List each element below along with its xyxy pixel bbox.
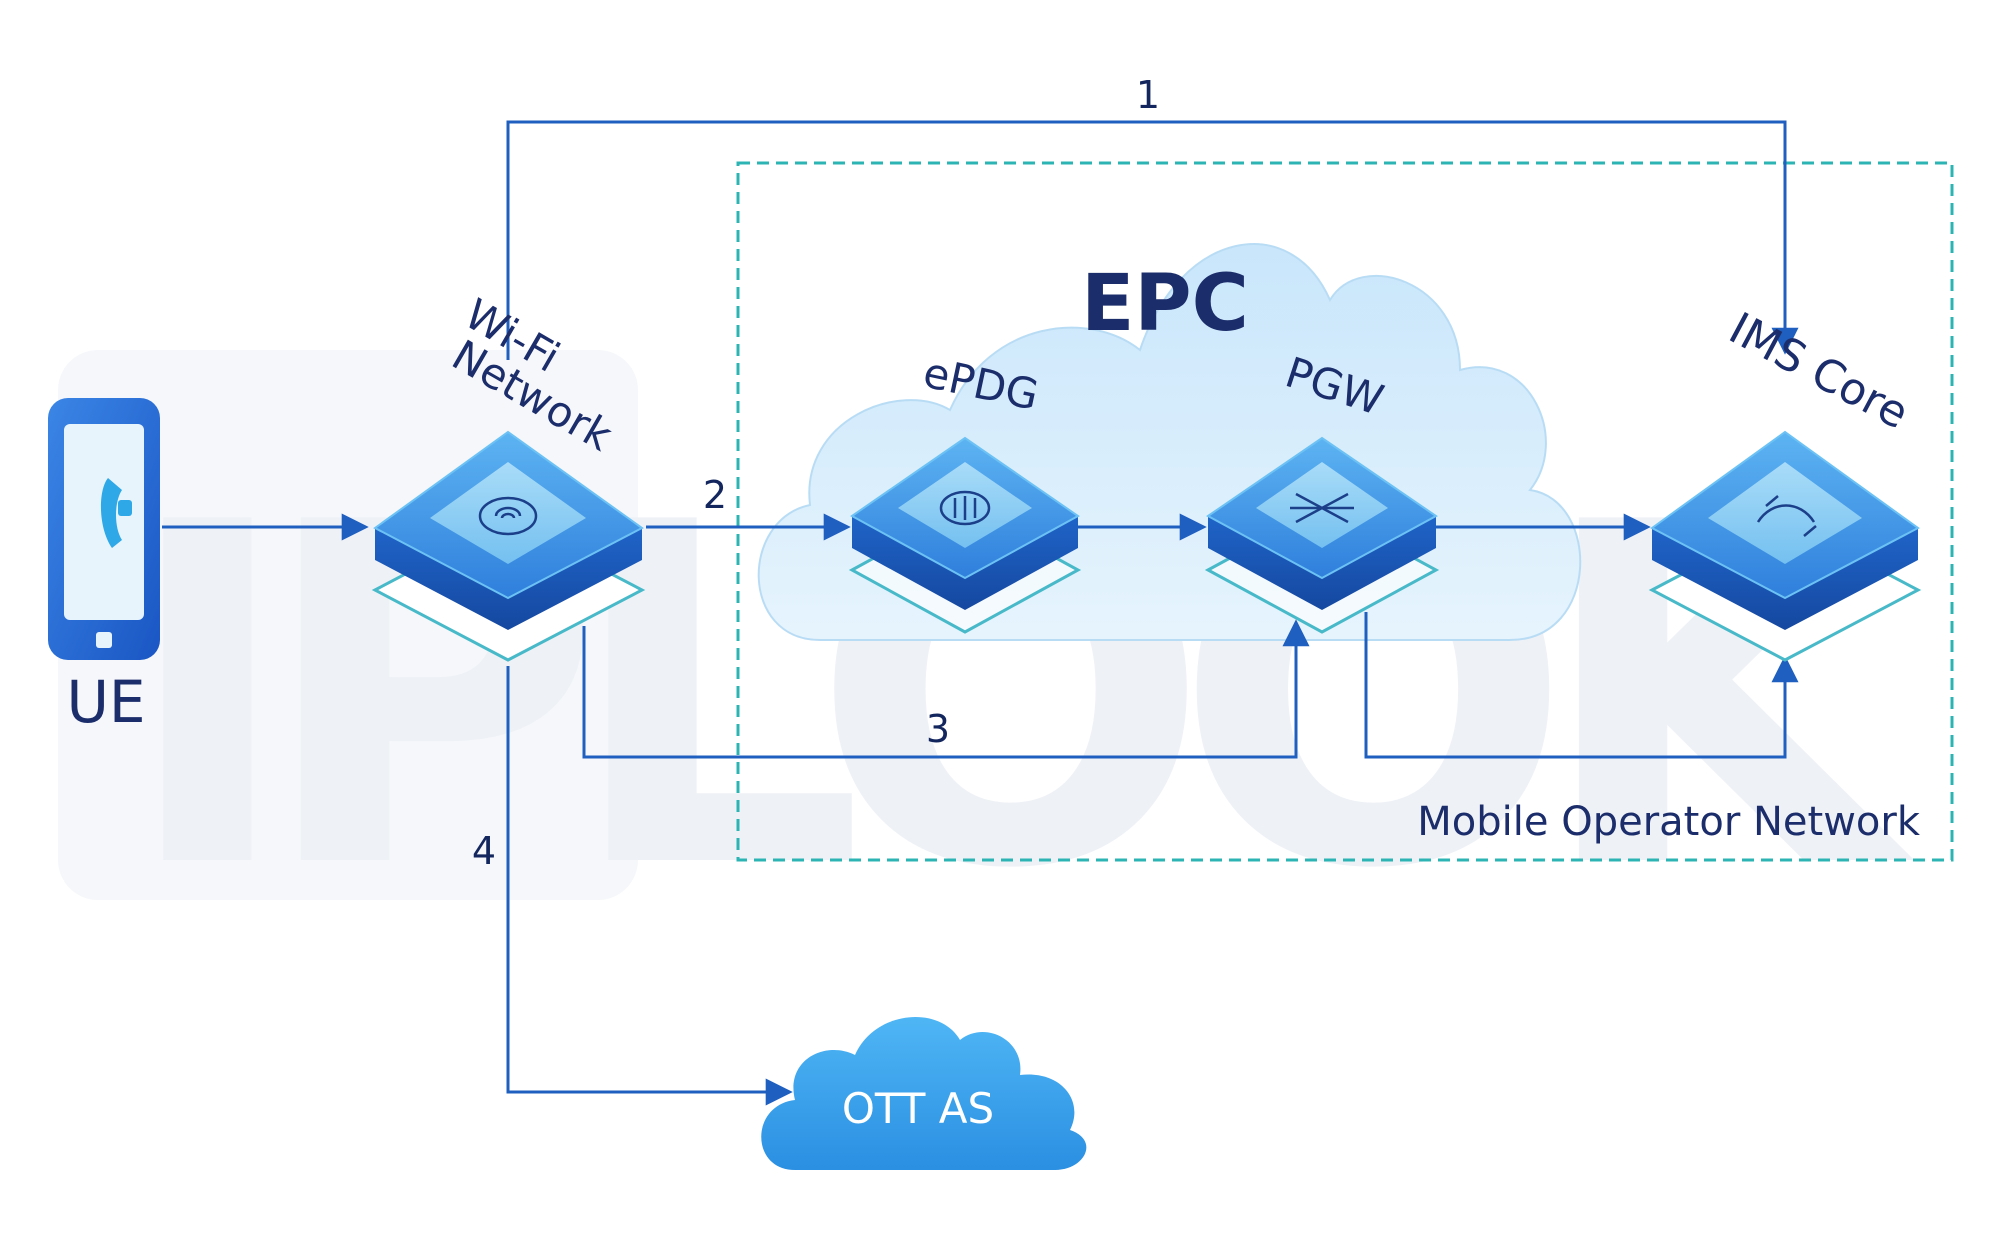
epc-label: EPC bbox=[1081, 259, 1249, 349]
sliders-icon bbox=[939, 490, 991, 526]
wifi-icon bbox=[478, 496, 538, 536]
wifi-node bbox=[371, 430, 646, 662]
path-number-3: 3 bbox=[926, 707, 950, 751]
cross-arrows-icon bbox=[1290, 492, 1354, 524]
path-4-line bbox=[506, 666, 793, 1106]
pgw-node bbox=[1204, 436, 1440, 634]
epdg-node bbox=[848, 436, 1082, 634]
mobile-operator-boundary bbox=[736, 161, 1954, 862]
pgw-to-ims-lower-line bbox=[1364, 612, 1799, 759]
ims-node bbox=[1648, 430, 1922, 662]
path-3-line bbox=[582, 619, 1310, 759]
phone-wave-icon bbox=[1756, 495, 1817, 537]
path-1-line bbox=[506, 120, 1799, 360]
ims-label: IMS Core bbox=[1721, 303, 1917, 439]
path-number-2: 2 bbox=[703, 473, 727, 517]
phone-handset-icon bbox=[100, 478, 132, 548]
ott-label: OTT AS bbox=[842, 1084, 994, 1133]
path-number-4: 4 bbox=[472, 829, 496, 873]
ott-cloud bbox=[761, 1017, 1087, 1170]
ue-label: UE bbox=[66, 668, 145, 736]
mobile-operator-label: Mobile Operator Network bbox=[1417, 799, 1921, 845]
path-number-1: 1 bbox=[1136, 73, 1160, 117]
ue-device bbox=[48, 398, 160, 660]
